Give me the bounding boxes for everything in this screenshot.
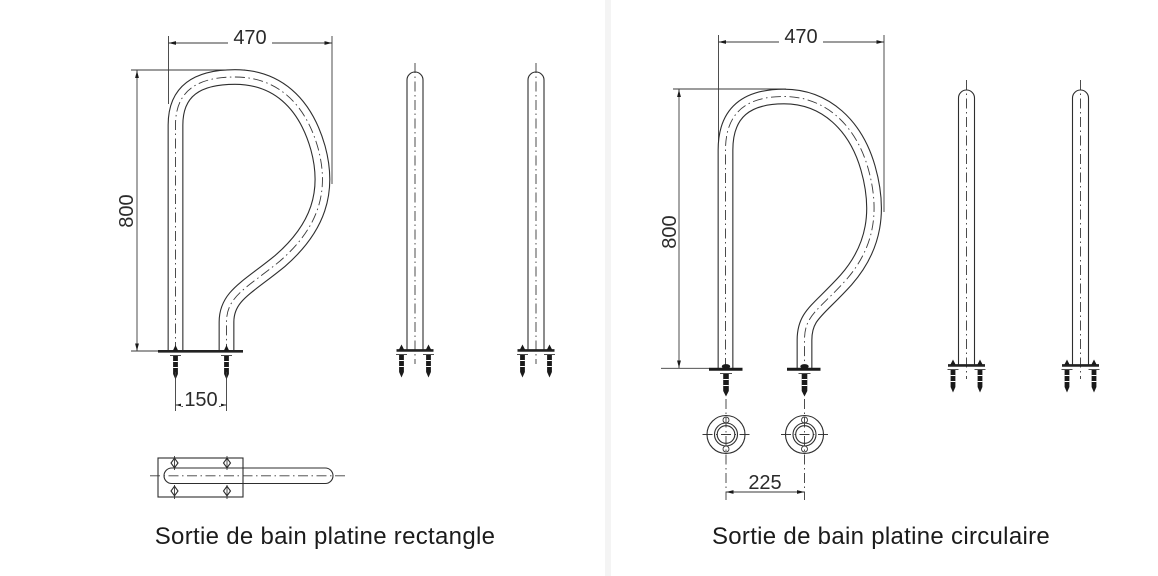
left-dim-height: 800 xyxy=(116,69,245,352)
circular-plate-plan-view xyxy=(702,399,828,500)
left-post-side-view xyxy=(396,63,434,378)
bolt-hole xyxy=(801,416,808,424)
bolt-hole xyxy=(170,485,179,499)
anchor-bolt xyxy=(423,344,434,378)
anchor-bolt xyxy=(544,344,555,378)
center-divider xyxy=(605,0,611,576)
arrowhead xyxy=(324,41,332,45)
anchor-bolt xyxy=(1061,359,1073,393)
right-handrail-front-view xyxy=(709,88,882,397)
left-post-side-view xyxy=(517,63,555,378)
left-dim-width: 470 xyxy=(168,27,333,184)
anchor-bolt xyxy=(798,373,811,397)
arrowhead xyxy=(797,490,805,494)
dim-spacing-label: 225 xyxy=(748,472,781,494)
right-dim-spacing: 225 xyxy=(726,472,805,494)
plate-rect-outline xyxy=(157,457,244,498)
tube-inner-circle xyxy=(795,425,814,444)
bolt-nut xyxy=(721,364,731,369)
left-drawing: 470 800 xyxy=(116,27,555,550)
arrowhead xyxy=(726,490,734,494)
post-outline xyxy=(406,71,424,350)
post-outline xyxy=(957,89,976,365)
dim-label-bg xyxy=(228,27,272,45)
anchor-bolt xyxy=(170,345,181,380)
handrail-centerline xyxy=(725,96,875,368)
left-caption: Sortie de bain platine rectangle xyxy=(155,523,496,550)
dim-label-bg xyxy=(779,26,823,44)
arrowhead xyxy=(135,70,139,78)
dim-spacing-label: 150 xyxy=(184,389,217,411)
arrowhead xyxy=(135,343,139,351)
bolt-hole xyxy=(801,445,808,453)
right-dim-width: 470 xyxy=(718,26,885,212)
bolt-hole xyxy=(722,416,730,424)
post-outline xyxy=(1071,89,1090,365)
right-post-side-view xyxy=(947,80,986,393)
dim-width-label: 470 xyxy=(784,26,817,48)
bolt-hole xyxy=(222,456,232,470)
bolt-hole xyxy=(722,445,730,453)
post-outline xyxy=(527,71,545,350)
rect-plate-plan-view xyxy=(150,456,345,499)
right-caption: Sortie de bain platine circulaire xyxy=(712,523,1050,550)
arrowhead xyxy=(876,40,884,44)
bolt-nut xyxy=(800,364,809,369)
plate-disc-outline xyxy=(706,414,746,455)
left-handrail-front-view xyxy=(158,69,331,380)
anchor-bolt xyxy=(396,344,407,378)
handrail-centerline xyxy=(175,76,323,352)
dim-label-bg xyxy=(181,391,221,406)
anchor-bolt xyxy=(1088,359,1100,393)
anchor-bolt xyxy=(947,359,959,393)
tube-inner-circle xyxy=(716,425,736,444)
dim-height-label: 800 xyxy=(659,215,681,248)
arrowhead xyxy=(677,360,681,368)
arrowhead xyxy=(718,40,726,44)
right-post-side-view xyxy=(1061,80,1100,393)
anchor-bolt xyxy=(517,344,528,378)
dim-height-label: 800 xyxy=(116,194,138,227)
arrowhead xyxy=(168,41,176,45)
dim-width-label: 470 xyxy=(233,27,266,49)
bolt-hole xyxy=(222,485,232,499)
bolt-hole xyxy=(170,456,179,470)
anchor-bolt xyxy=(221,345,232,380)
left-dim-spacing: 150 xyxy=(175,372,227,411)
arrowhead xyxy=(677,89,681,97)
plate-disc-outline xyxy=(784,414,825,455)
right-dim-height: 800 xyxy=(659,88,786,369)
right-drawing: 470 800 xyxy=(659,26,1100,550)
anchor-bolt xyxy=(720,373,732,397)
anchor-bolt xyxy=(974,359,986,393)
